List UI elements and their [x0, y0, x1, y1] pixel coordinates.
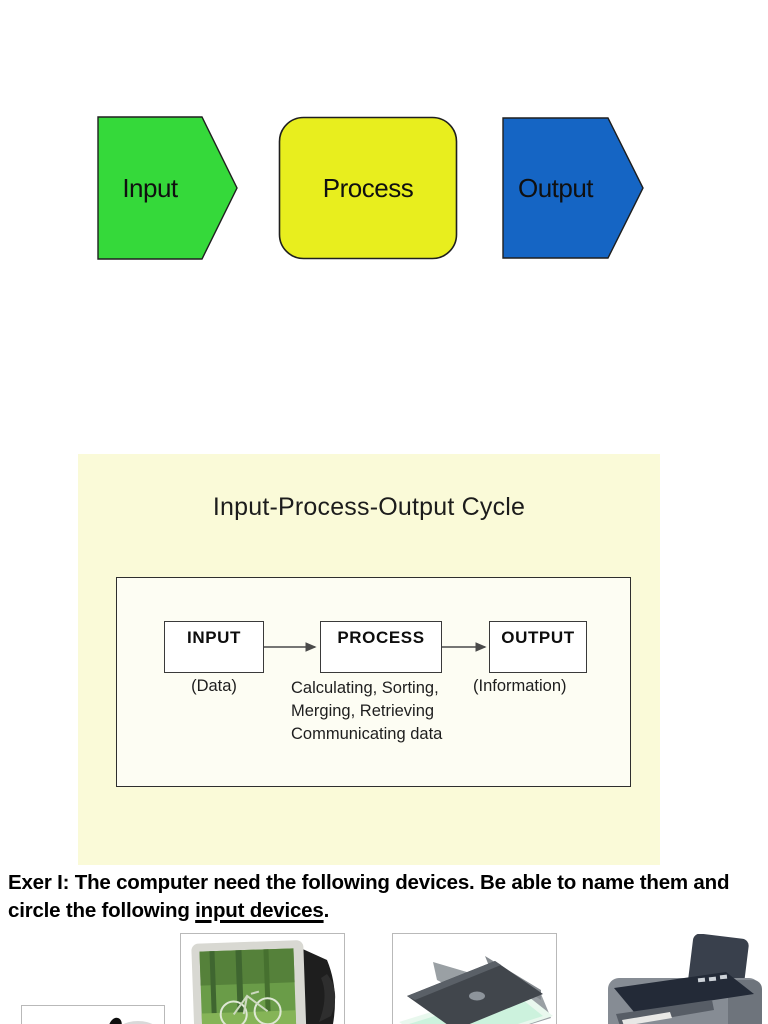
inkjet-printer-icon: [608, 934, 762, 1024]
diagram-process-box: PROCESS: [320, 621, 442, 673]
process-caption-line: Communicating data: [291, 725, 443, 743]
printer-image: [600, 934, 768, 1024]
mouse-image: [21, 1005, 165, 1024]
computer-mouse-icon: [109, 1017, 153, 1024]
output-pentagon-icon: [502, 117, 644, 259]
scanner-image: [392, 933, 557, 1024]
process-rounded-rect-icon: [278, 116, 458, 260]
input-pentagon-icon: [97, 116, 238, 260]
input-shape-label: Input: [122, 172, 178, 203]
output-arrow-shape: Output: [502, 117, 644, 259]
ipo-diagram-box: INPUT PROCESS OUTPUT (Data) Calculating,…: [116, 577, 631, 787]
diagram-process-caption: Calculating, Sorting, Merging, Retrievin…: [291, 677, 481, 746]
diagram-arrows: [264, 642, 487, 652]
exercise-text: Exer I: The computer need the following …: [8, 871, 730, 922]
ipo-cycle-title: Input-Process-Output Cycle: [212, 493, 526, 521]
process-caption-line: Calculating, Sorting,: [291, 679, 439, 697]
diagram-output-caption: (Information): [473, 677, 567, 695]
input-arrow-shape: Input: [97, 116, 238, 260]
process-caption-line: Merging, Retrieving: [291, 702, 435, 720]
process-shape-label: Process: [322, 172, 414, 203]
diagram-input-box: INPUT: [164, 621, 264, 673]
diagram-output-box: OUTPUT: [489, 621, 587, 673]
crt-monitor-icon: [191, 940, 336, 1024]
exercise-underlined-text: input devices: [195, 899, 324, 922]
diagram-input-caption: (Data): [191, 677, 237, 695]
monitor-image: [180, 933, 345, 1024]
process-rounded-shape: Process: [278, 116, 458, 260]
exercise-instructions: Exer I: The computer need the following …: [8, 869, 743, 925]
flatbed-scanner-icon: [399, 956, 553, 1024]
output-shape-label: Output: [517, 172, 594, 203]
exercise-text-period: .: [323, 899, 330, 922]
ipo-cycle-panel: Input-Process-Output Cycle INPUT PROCESS…: [78, 454, 660, 865]
